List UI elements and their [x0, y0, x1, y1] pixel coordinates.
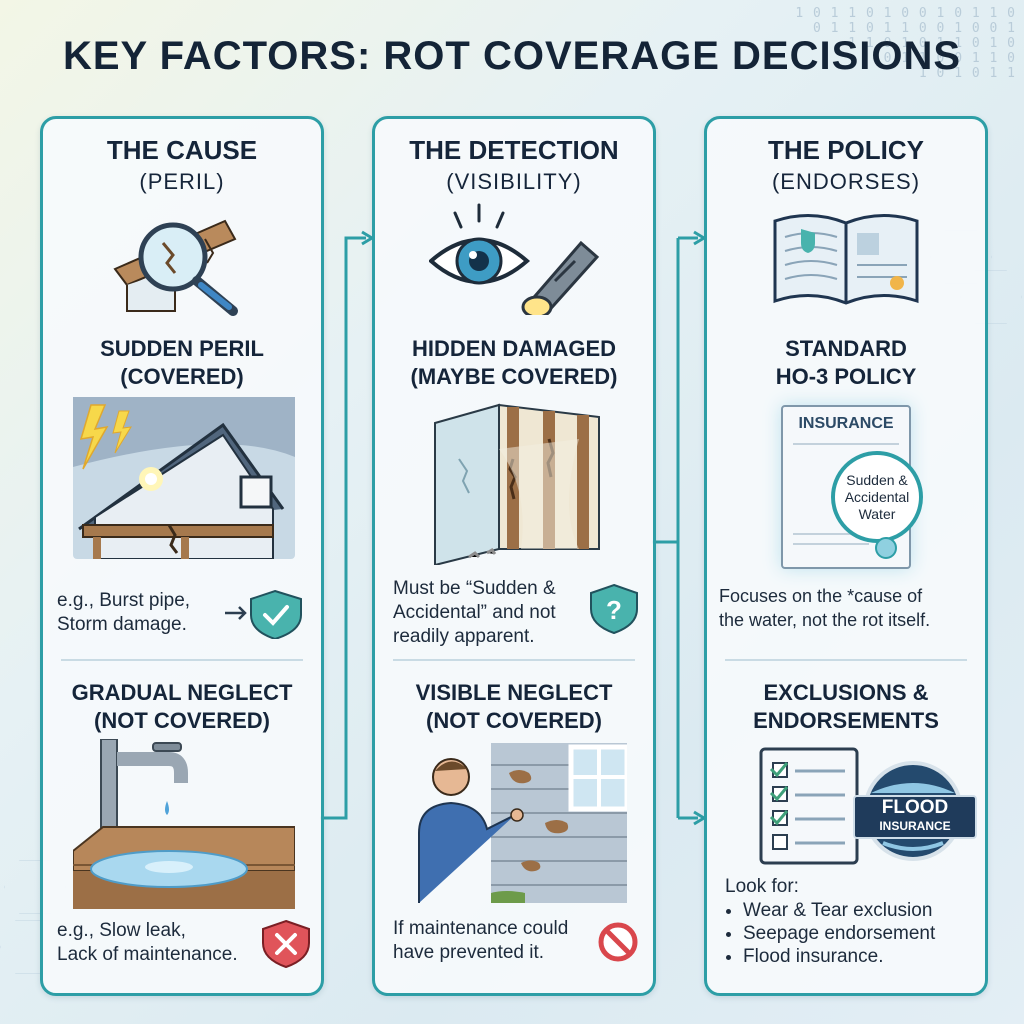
wall-cutaway-rotted-studs-illustration [434, 403, 600, 565]
sudden-peril-example-2: Storm damage. [57, 614, 187, 635]
sudden-accidental-water-stamp: Sudden & Accidental Water [831, 451, 923, 543]
open-policy-book-icon [773, 213, 919, 305]
flood-banner-line1: FLOOD [881, 797, 949, 818]
exclusions-subtitle: ENDORSEMENTS [753, 708, 939, 733]
flood-banner: FLOOD INSURANCE [853, 795, 977, 839]
visible-neglect-text-2: have prevented it. [393, 942, 545, 963]
column-subheading: (PERIL) [139, 169, 225, 194]
checklist-clipboard-icon [759, 747, 859, 865]
shield-check-icon [225, 589, 302, 639]
lightning-strike-roof-illustration [73, 397, 295, 559]
visible-neglect-title: VISIBLE NEGLECT [415, 680, 613, 705]
exclusions-title: EXCLUSIONS & [763, 680, 929, 705]
eye-and-flashlight-icon [429, 203, 600, 315]
insurance-document: INSURANCE Sudden & Accidental Water [781, 405, 923, 569]
visible-neglect-status: (NOT COVERED) [426, 708, 602, 733]
svg-text:?: ? [606, 595, 622, 625]
prohibited-icon [598, 922, 638, 962]
hidden-damage-text-1: Must be “Sudden & [393, 578, 556, 599]
column-heading: THE CAUSE [106, 135, 258, 165]
dripping-faucet-rotting-deck-illustration [73, 739, 295, 909]
binary-row: 0 1 1 0 0 1 1 0 [883, 51, 1016, 66]
stamp-line: Accidental [844, 488, 910, 505]
column-subheading: (ENDORSES) [771, 169, 921, 194]
look-for-label: Look for: [725, 876, 799, 897]
column-the-detection: THE DETECTION (VISIBILITY) HIDDEN DAMAGE… [372, 116, 656, 996]
sudden-peril-example-1: e.g., Burst pipe, [57, 590, 191, 611]
column-heading: THE POLICY [767, 135, 924, 165]
gradual-neglect-title: GRADUAL NEGLECT [71, 680, 293, 705]
flow-connector-1 [320, 230, 374, 820]
stamp-line: Water [858, 505, 896, 522]
ho3-description-2: the water, not the rot itself. [719, 610, 931, 630]
hidden-damage-title: HIDDEN DAMAGED [411, 336, 617, 361]
binary-background: 1 0 1 1 0 1 0 0 1 0 1 1 0 0 1 1 0 1 1 0 … [786, 6, 1016, 81]
gradual-neglect-example-1: e.g., Slow leak, [57, 920, 186, 941]
hidden-damage-text-3: readily apparent. [393, 626, 535, 647]
ho3-description-1: Focuses on the *cause of [719, 586, 923, 606]
binary-row: 1 1 0 1 0 1 1 0 1 0 [848, 36, 1016, 51]
section-divider [61, 659, 303, 661]
look-for-item: Flood insurance. [743, 945, 935, 968]
column-the-cause: THE CAUSE (PERIL) SUDDEN PERIL (COVERED)… [40, 116, 324, 996]
ho3-subtitle: HO-3 POLICY [775, 364, 917, 389]
column-the-policy: THE POLICY (ENDORSES) STANDARD HO-3 POLI… [704, 116, 988, 996]
flood-insurance-badge: FLOOD INSURANCE [853, 759, 977, 863]
gradual-neglect-example-2: Lack of maintenance. [57, 944, 238, 965]
ho3-title: STANDARD [785, 336, 907, 361]
shield-question-icon: ? [590, 583, 638, 635]
shield-x-icon [262, 919, 310, 969]
flood-banner-line2: INSURANCE [879, 819, 951, 833]
gradual-neglect-status: (NOT COVERED) [94, 708, 270, 733]
visible-neglect-text-1: If maintenance could [393, 918, 569, 939]
section-divider [725, 659, 967, 661]
look-for-item: Wear & Tear exclusion [743, 899, 935, 922]
flow-connector-2 [652, 230, 706, 826]
look-for-list: Wear & Tear exclusion Seepage endorsemen… [725, 899, 935, 968]
insurance-document-title: INSURANCE [798, 415, 894, 432]
sudden-peril-title: SUDDEN PERIL [100, 336, 264, 361]
magnifier-over-damaged-house-icon [113, 219, 238, 316]
page-title: KEY FACTORS: ROT COVERAGE DECISIONS [62, 34, 962, 78]
man-pointing-at-rotted-siding-illustration [418, 743, 627, 903]
section-divider [393, 659, 635, 661]
look-for-item: Seepage endorsement [743, 922, 935, 945]
binary-row: 0 1 1 0 1 1 0 0 1 0 0 1 [812, 21, 1016, 36]
sudden-peril-status: (COVERED) [120, 364, 244, 389]
binary-row: 1 0 1 1 0 1 0 0 1 0 1 1 0 [795, 6, 1016, 21]
column-heading: THE DETECTION [409, 135, 619, 165]
binary-row: 1 0 1 0 1 1 [918, 66, 1016, 81]
hidden-damage-status: (MAYBE COVERED) [410, 364, 618, 389]
stamp-line: Sudden & [846, 471, 908, 488]
seal-icon [875, 537, 897, 559]
hidden-damage-text-2: Accidental” and not [393, 602, 556, 623]
column-subheading: (VISIBILITY) [446, 169, 582, 194]
